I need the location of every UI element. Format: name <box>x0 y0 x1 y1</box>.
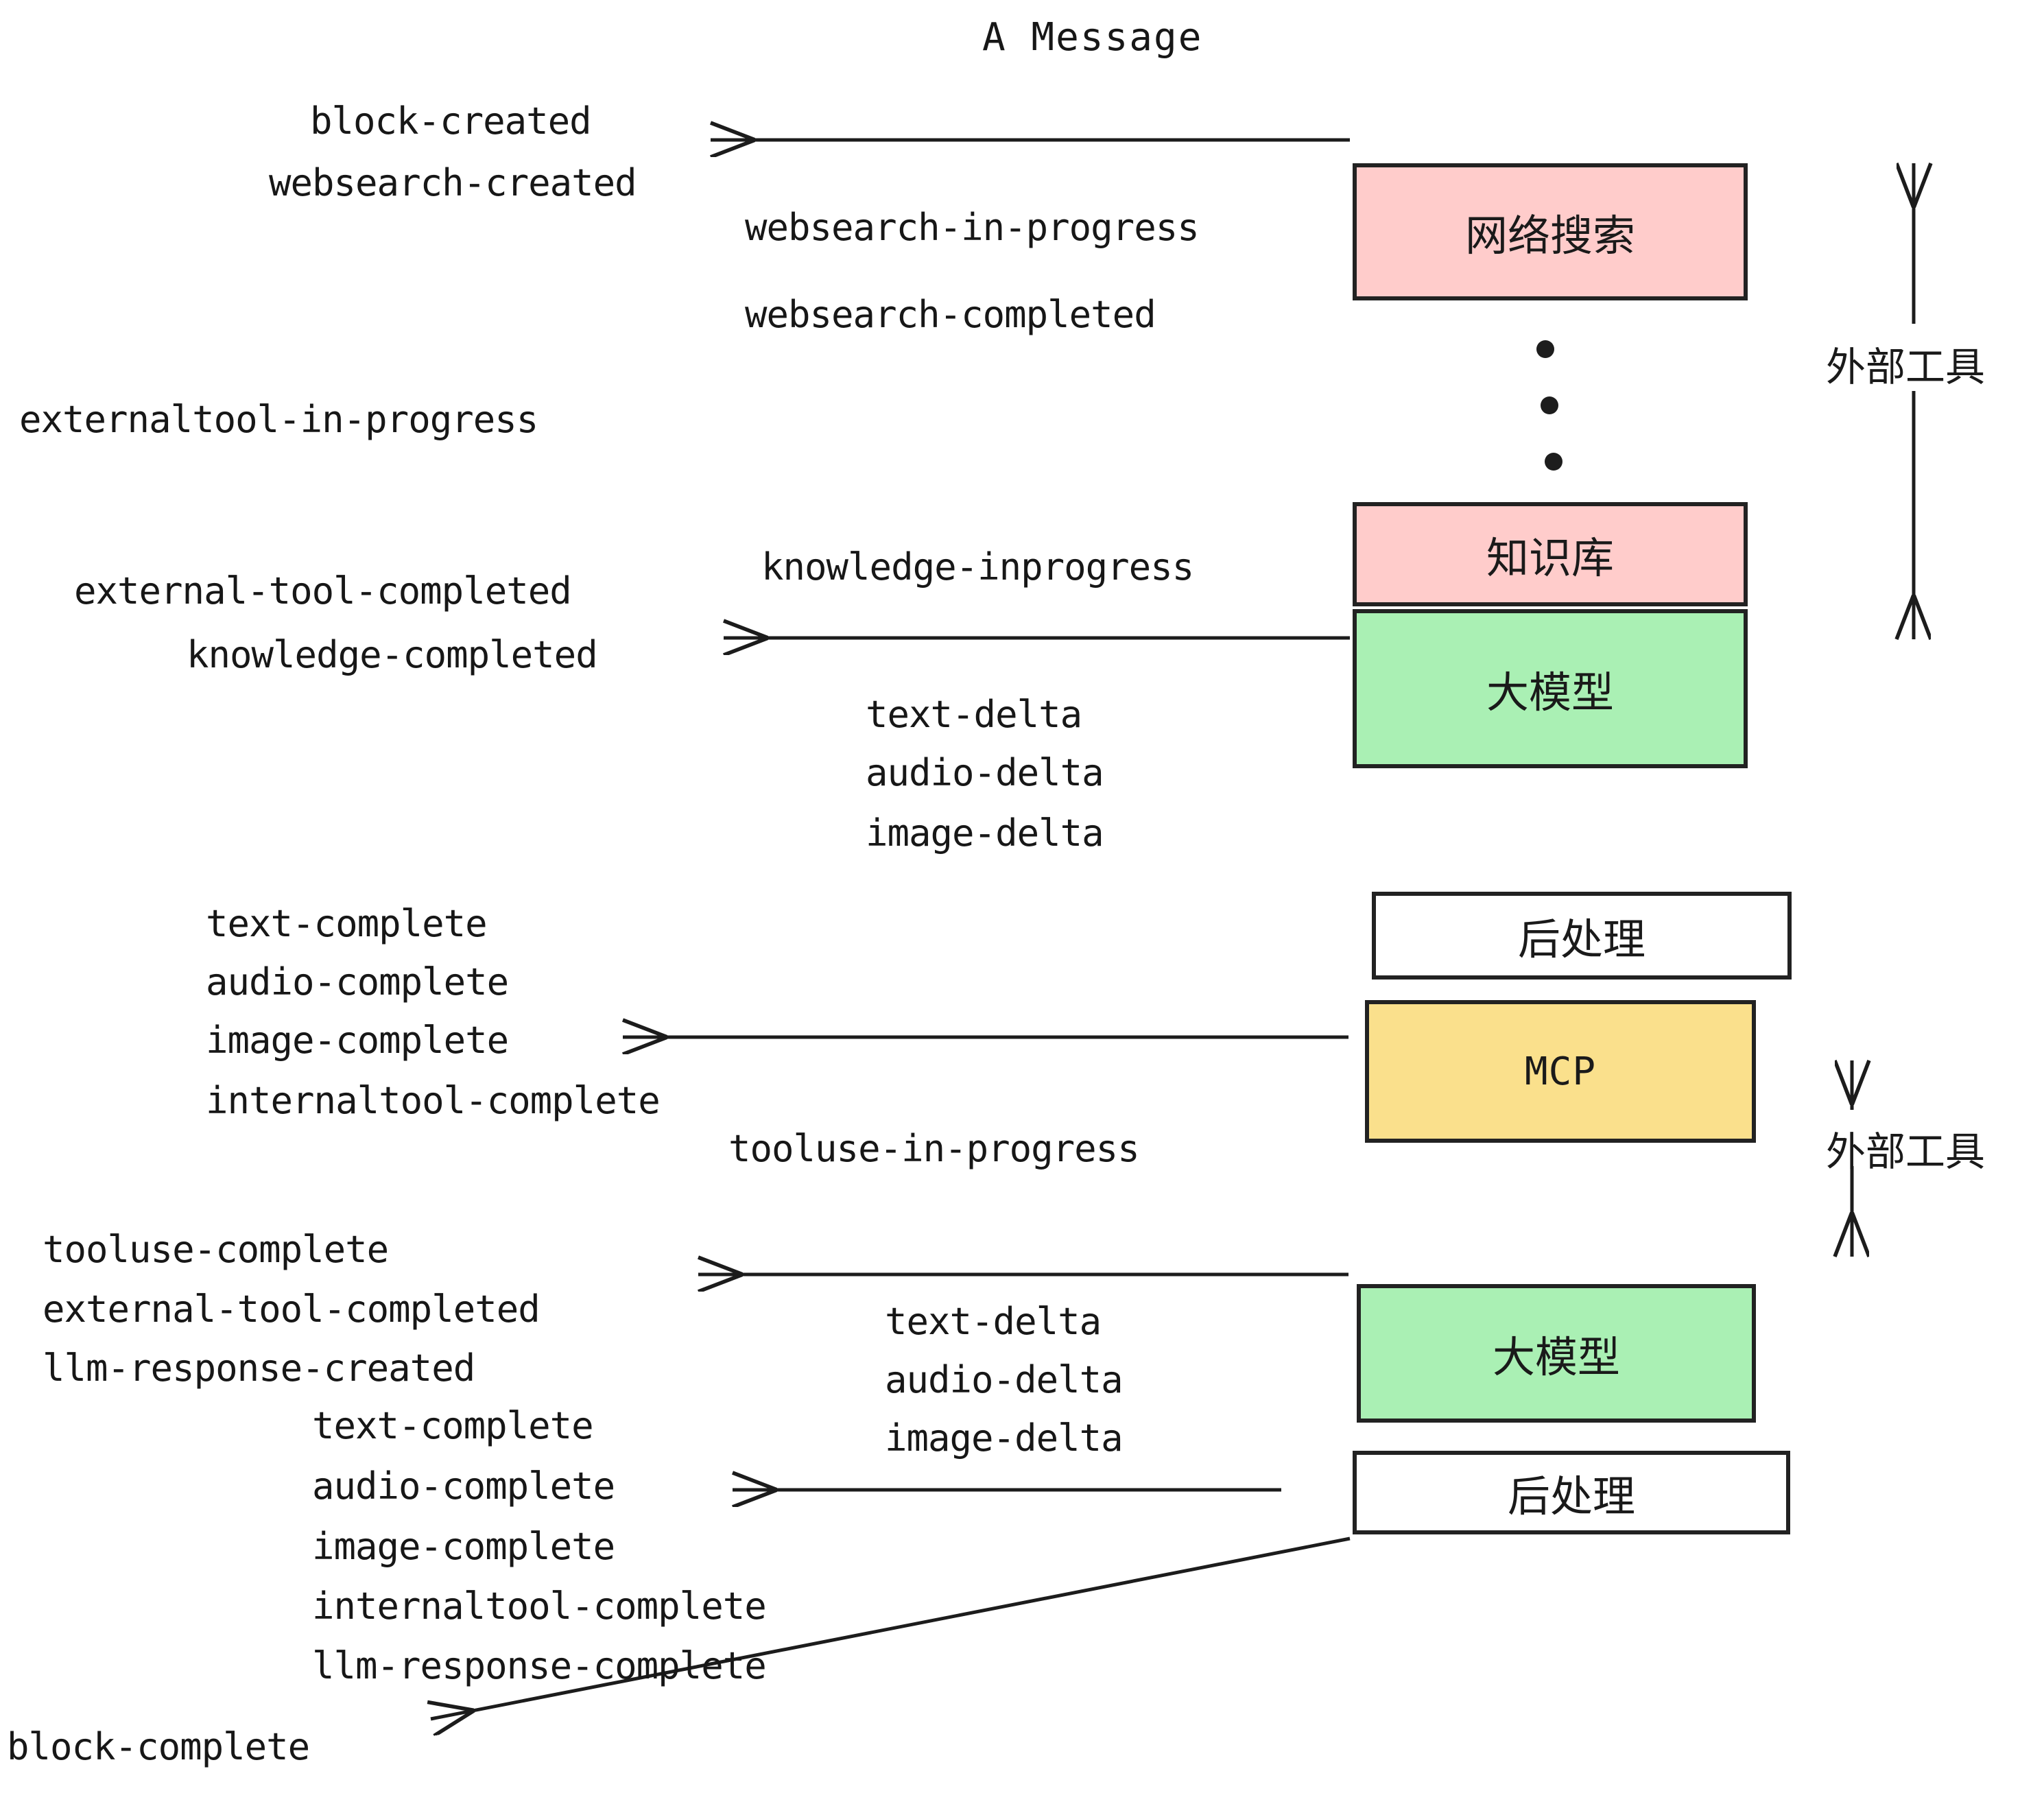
event-block-created: block-created <box>310 99 592 143</box>
event-audio-complete-1: audio-complete <box>206 960 509 1004</box>
event-text-delta-1: text-delta <box>866 693 1082 736</box>
event-audio-delta-2: audio-delta <box>885 1358 1124 1401</box>
event-tooluse-in-progress: tooluse-in-progress <box>728 1127 1140 1170</box>
vertical-ellipsis-icon <box>1521 340 1569 471</box>
event-tooluse-complete: tooluse-complete <box>43 1228 389 1271</box>
event-external-tool-completed-1: external-tool-completed <box>74 569 572 613</box>
event-externaltool-in-progress: externaltool-in-progress <box>19 398 538 441</box>
diagram-title: A Message <box>982 15 1203 60</box>
box-knowledge[interactable]: 知识库 <box>1353 502 1748 606</box>
event-text-complete-2: text-complete <box>312 1404 594 1447</box>
box-llm-1-label: 大模型 <box>1486 667 1614 717</box>
event-external-tool-completed-2: external-tool-completed <box>43 1287 540 1331</box>
box-llm-2-label: 大模型 <box>1492 1332 1620 1382</box>
event-image-delta-2: image-delta <box>885 1416 1124 1460</box>
event-knowledge-completed: knowledge-completed <box>187 633 598 676</box>
event-internaltool-complete-1: internaltool-complete <box>206 1079 661 1122</box>
box-websearch[interactable]: 网络搜索 <box>1353 163 1748 300</box>
box-llm-2[interactable]: 大模型 <box>1357 1284 1756 1423</box>
event-websearch-created: websearch-created <box>269 161 637 204</box>
event-image-complete-1: image-complete <box>206 1019 509 1062</box>
box-postprocess-1-label: 后处理 <box>1517 914 1645 964</box>
side-label-external-tools-bottom: 外部工具 <box>1826 1128 1986 1175</box>
box-postprocess-2-label: 后处理 <box>1507 1471 1635 1521</box>
event-image-complete-2: image-complete <box>312 1525 615 1568</box>
event-llm-response-created: llm-response-created <box>43 1346 475 1390</box>
event-text-delta-2: text-delta <box>885 1300 1102 1343</box>
box-mcp[interactable]: MCP <box>1365 1000 1756 1143</box>
box-knowledge-label: 知识库 <box>1486 533 1614 583</box>
event-text-complete-1: text-complete <box>206 902 488 945</box>
event-image-delta-1: image-delta <box>866 811 1104 855</box>
event-websearch-in-progress: websearch-in-progress <box>745 206 1200 249</box>
box-mcp-label: MCP <box>1524 1049 1597 1094</box>
box-websearch-label: 网络搜索 <box>1464 211 1635 261</box>
side-label-external-tools-top: 外部工具 <box>1826 344 1986 390</box>
box-postprocess-2[interactable]: 后处理 <box>1353 1451 1790 1534</box>
event-internaltool-complete-2: internaltool-complete <box>312 1585 767 1628</box>
box-postprocess-1[interactable]: 后处理 <box>1372 892 1792 980</box>
event-audio-complete-2: audio-complete <box>312 1464 615 1508</box>
event-knowledge-inprogress: knowledge-inprogress <box>761 545 1194 589</box>
box-llm-1[interactable]: 大模型 <box>1353 609 1748 768</box>
event-llm-response-complete: llm-response-complete <box>312 1644 767 1687</box>
event-block-complete: block-complete <box>7 1725 310 1768</box>
event-audio-delta-1: audio-delta <box>866 751 1104 794</box>
event-websearch-completed: websearch-completed <box>745 293 1156 336</box>
